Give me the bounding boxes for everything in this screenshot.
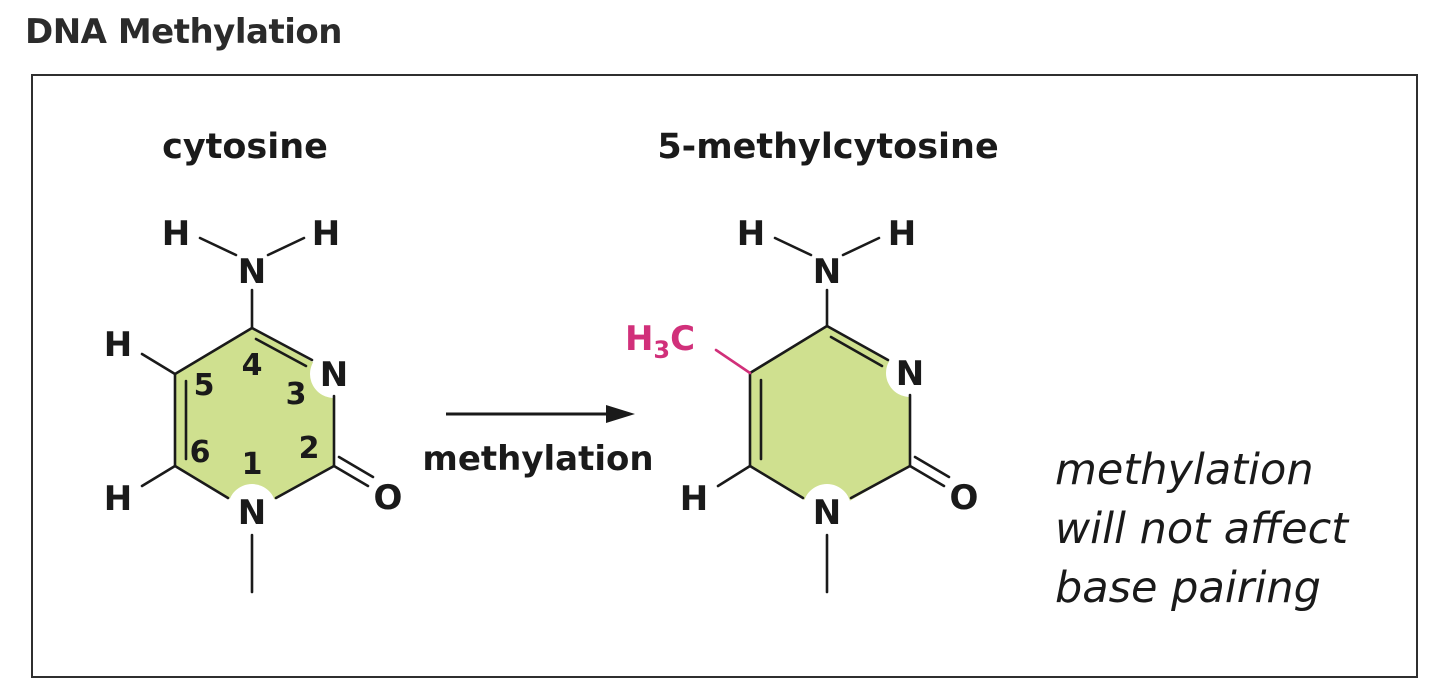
bond-amine-h-right (841, 236, 881, 257)
ring-number-1: 1 (242, 447, 263, 482)
bond-amine-h-right (266, 236, 306, 257)
bond-n1-c6 (748, 464, 805, 500)
bond-c4-n3-double (254, 337, 308, 368)
ring-number-5: 5 (194, 368, 215, 403)
ring-number-6: 6 (190, 435, 211, 470)
methylcytosine-ring (750, 326, 910, 514)
bond-c4-n3 (825, 324, 890, 362)
methyl-c: C (670, 319, 695, 359)
bond-c2-o (908, 464, 946, 488)
methylcytosine-label: 5-methylcytosine (657, 127, 998, 167)
methyl-group-label: H3C (625, 319, 695, 364)
c6-h-atom: H (680, 479, 708, 519)
c6-h-atom: H (104, 479, 132, 519)
ring-number-3: 3 (286, 377, 307, 412)
bond-c5-methyl (714, 348, 752, 375)
n1-atom: N (238, 493, 266, 533)
amine-h-right-atom: H (888, 214, 916, 254)
amine-n-atom: N (813, 252, 841, 292)
cytosine-label: cytosine (162, 127, 328, 167)
methyl-h: H (625, 319, 653, 359)
bond-c2-n1 (849, 464, 912, 500)
bond-amine-h-left (198, 236, 238, 257)
ring-number-4: 4 (242, 348, 263, 383)
bond-c6-h (140, 464, 177, 488)
bond-c6-h (716, 464, 752, 488)
amine-h-right-atom: H (312, 214, 340, 254)
methylcytosine-structure: 5-methylcytosine H H N H3C H N N O (625, 127, 999, 594)
carbonyl-o-atom: O (950, 478, 979, 518)
amine-n-atom: N (238, 252, 266, 292)
bond-c2-n1 (274, 464, 336, 500)
reaction-arrow: methylation (422, 405, 654, 479)
bond-amine-h-left (773, 236, 813, 257)
bond-c2-o-double (913, 455, 951, 479)
note-line-3: base pairing (1055, 563, 1321, 613)
bond-c5-c4 (173, 326, 254, 376)
bond-c5-c4 (748, 324, 829, 375)
bond-c4-n3-double (829, 335, 884, 368)
methyl-subscript: 3 (653, 336, 670, 364)
carbonyl-o-atom: O (374, 478, 403, 518)
bond-c2-o (332, 464, 370, 488)
page-title: DNA Methylation (25, 12, 342, 52)
bond-c5-h (140, 352, 177, 376)
n3-atom: N (320, 355, 348, 395)
bond-n1-c6 (173, 464, 230, 500)
n1-atom: N (813, 493, 841, 533)
bond-c4-n3 (250, 326, 314, 362)
reaction-label: methylation (422, 439, 653, 479)
amine-h-left-atom: H (162, 214, 190, 254)
n3-atom: N (896, 354, 924, 394)
note-line-2: will not affect (1055, 504, 1350, 554)
cytosine-structure: cytosine H H N H H N N O 1 2 3 4 5 6 (104, 127, 403, 594)
note-line-1: methylation (1055, 445, 1314, 495)
amine-h-left-atom: H (737, 214, 765, 254)
ring-number-2: 2 (299, 431, 320, 466)
c5-h-atom: H (104, 325, 132, 365)
annotation-note: methylation will not affect base pairing (1055, 445, 1350, 613)
arrow-head (606, 405, 635, 423)
bond-c2-o-double (337, 455, 375, 479)
cytosine-ring (175, 328, 334, 512)
